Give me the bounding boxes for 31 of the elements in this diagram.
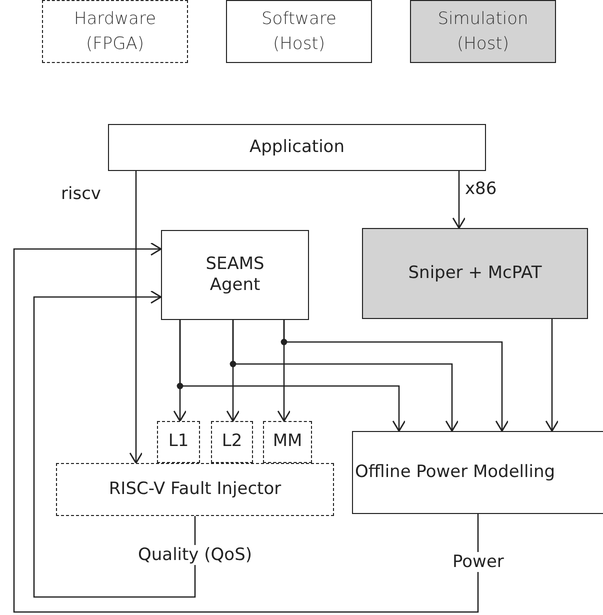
- memory-tab-box: [157, 421, 200, 463]
- node-label: RISC-V Fault Injector: [108, 478, 282, 500]
- node-label: L2: [222, 431, 242, 453]
- node-label: Application: [250, 136, 344, 158]
- process-box: [362, 228, 588, 319]
- arrow: [13, 242, 479, 613]
- legend-text: Software (Host): [260, 8, 338, 56]
- edge-label: Quality (QoS): [137, 545, 253, 565]
- arrow: [33, 290, 196, 598]
- process-box: [56, 463, 334, 516]
- process-box: [108, 124, 486, 171]
- arrow: [545, 319, 559, 432]
- node-label: MM: [272, 431, 302, 453]
- node-label: Offline Power Modelling: [355, 462, 556, 484]
- arrow: [179, 320, 406, 432]
- arrow: [232, 320, 459, 432]
- node-label: SEAMS Agent: [204, 254, 266, 296]
- process-box: [352, 431, 603, 514]
- arrow: [283, 320, 509, 432]
- legend-text: Simulation (Host): [436, 8, 530, 56]
- edge-label: x86: [464, 179, 498, 199]
- arrow: [129, 171, 143, 464]
- memory-tab-box: [211, 421, 253, 463]
- node-label: L1: [168, 431, 189, 453]
- node-label: Sniper + McPAT: [408, 262, 542, 284]
- edge-label: riscv: [60, 184, 102, 204]
- edge-label: Power: [452, 552, 505, 572]
- memory-tab-box: [263, 421, 312, 463]
- process-box: [161, 230, 309, 320]
- legend-text: Hardware (FPGA): [72, 8, 158, 56]
- arrow: [452, 171, 466, 229]
